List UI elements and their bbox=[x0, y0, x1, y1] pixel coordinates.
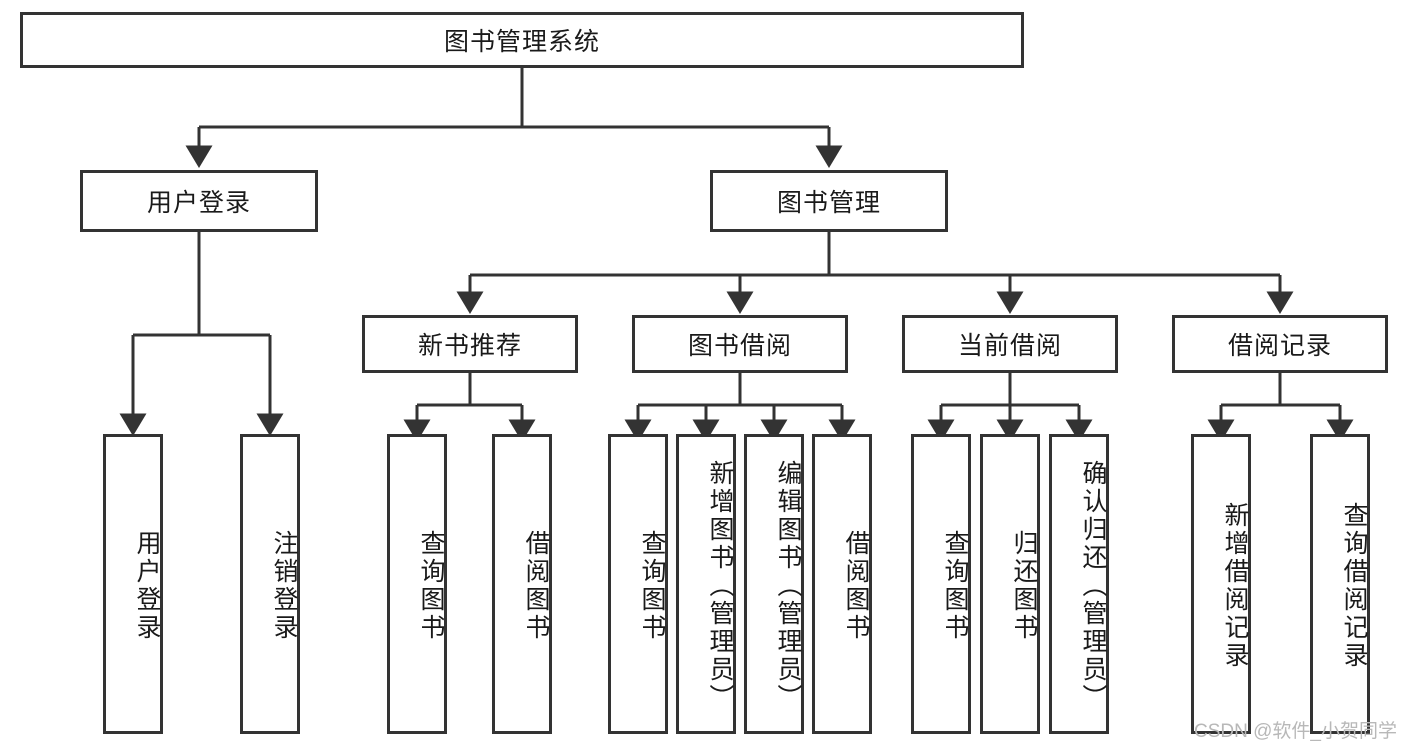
node-book-management[interactable]: 图书管理 bbox=[710, 170, 948, 232]
node-leaf-borrow-book-2[interactable]: 借阅图书 bbox=[812, 434, 872, 734]
node-user-login[interactable]: 用户登录 bbox=[80, 170, 318, 232]
node-leaf-user-login[interactable]: 用户登录 bbox=[103, 434, 163, 734]
node-label: 新增图书（管理员） bbox=[706, 460, 734, 712]
node-label: 查询借阅记录 bbox=[1340, 502, 1368, 670]
node-label: 图书借阅 bbox=[687, 332, 792, 360]
node-leaf-query-borrow-record[interactable]: 查询借阅记录 bbox=[1310, 434, 1370, 734]
node-label: 编辑图书（管理员） bbox=[774, 460, 802, 712]
node-label: 图书管理系统 bbox=[443, 28, 600, 56]
node-leaf-logout-login[interactable]: 注销登录 bbox=[240, 434, 300, 734]
node-root-system[interactable]: 图书管理系统 bbox=[20, 12, 1024, 68]
node-leaf-add-borrow-record[interactable]: 新增借阅记录 bbox=[1191, 434, 1251, 734]
node-label: 当前借阅 bbox=[957, 332, 1062, 360]
node-label: 借阅记录 bbox=[1227, 332, 1332, 360]
node-book-borrow[interactable]: 图书借阅 bbox=[632, 315, 848, 373]
node-leaf-query-book-3[interactable]: 查询图书 bbox=[911, 434, 971, 734]
node-leaf-add-book-admin[interactable]: 新增图书（管理员） bbox=[676, 434, 736, 734]
node-label: 借阅图书 bbox=[522, 530, 550, 642]
node-leaf-edit-book-admin[interactable]: 编辑图书（管理员） bbox=[744, 434, 804, 734]
watermark-text: CSDN @软件_小贺同学 bbox=[1194, 721, 1397, 742]
node-label: 查询图书 bbox=[417, 530, 445, 642]
node-label: 新增借阅记录 bbox=[1221, 502, 1249, 670]
node-leaf-borrow-book-1[interactable]: 借阅图书 bbox=[492, 434, 552, 734]
node-label: 注销登录 bbox=[270, 530, 298, 642]
node-leaf-confirm-return-admin[interactable]: 确认归还（管理员） bbox=[1049, 434, 1109, 734]
node-label: 用户登录 bbox=[133, 530, 161, 642]
node-label: 查询图书 bbox=[638, 530, 666, 642]
node-label: 归还图书 bbox=[1010, 530, 1038, 642]
node-borrow-record[interactable]: 借阅记录 bbox=[1172, 315, 1388, 373]
node-leaf-return-book[interactable]: 归还图书 bbox=[980, 434, 1040, 734]
node-label: 借阅图书 bbox=[842, 530, 870, 642]
node-label: 用户登录 bbox=[146, 189, 251, 217]
node-label: 图书管理 bbox=[776, 189, 881, 217]
node-leaf-query-book-2[interactable]: 查询图书 bbox=[608, 434, 668, 734]
node-new-book-recommend[interactable]: 新书推荐 bbox=[362, 315, 578, 373]
node-leaf-query-book-1[interactable]: 查询图书 bbox=[387, 434, 447, 734]
node-label: 新书推荐 bbox=[417, 332, 522, 360]
node-current-borrow[interactable]: 当前借阅 bbox=[902, 315, 1118, 373]
node-label: 确认归还（管理员） bbox=[1079, 460, 1107, 712]
node-label: 查询图书 bbox=[941, 530, 969, 642]
